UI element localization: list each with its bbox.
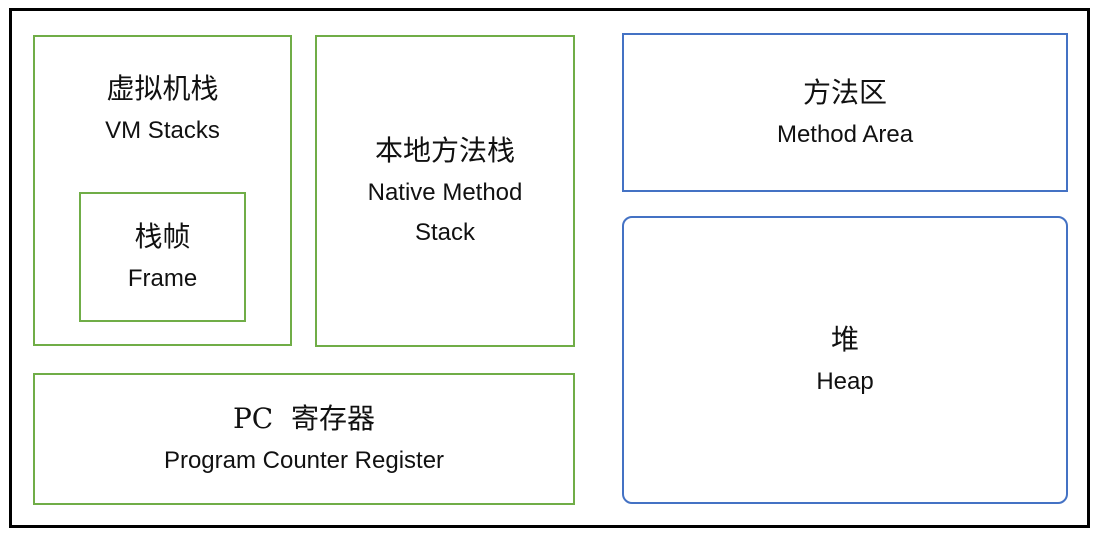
native-method-stack-label-en: Native Method Stack <box>367 179 523 246</box>
native-method-stack-label-zh: 本地方法栈 <box>374 134 515 167</box>
heap-box: 堆 Heap <box>622 216 1068 504</box>
heap-label-zh: 堆 <box>830 323 859 356</box>
pc-register-label-en: Program Counter Register <box>163 447 445 474</box>
stack-frame-box: 栈帧 Frame <box>79 192 246 322</box>
pc-register-label-zh: PC 寄存器 <box>232 402 376 435</box>
vm-stacks-label-en: VM Stacks <box>105 117 220 144</box>
method-area-label-zh: 方法区 <box>802 75 887 109</box>
heap-label-en: Heap <box>816 368 874 395</box>
method-area-box: 方法区 Method Area <box>622 33 1068 192</box>
stack-frame-label-zh: 栈帧 <box>134 220 191 253</box>
pc-register-box: PC 寄存器 Program Counter Register <box>33 373 575 505</box>
stack-frame-label-en: Frame <box>127 265 198 292</box>
vm-stacks-label-zh: 虚拟机栈 <box>106 72 219 105</box>
method-area-label-en: Method Area <box>776 120 914 148</box>
native-method-stack-box: 本地方法栈 Native Method Stack <box>315 35 575 347</box>
